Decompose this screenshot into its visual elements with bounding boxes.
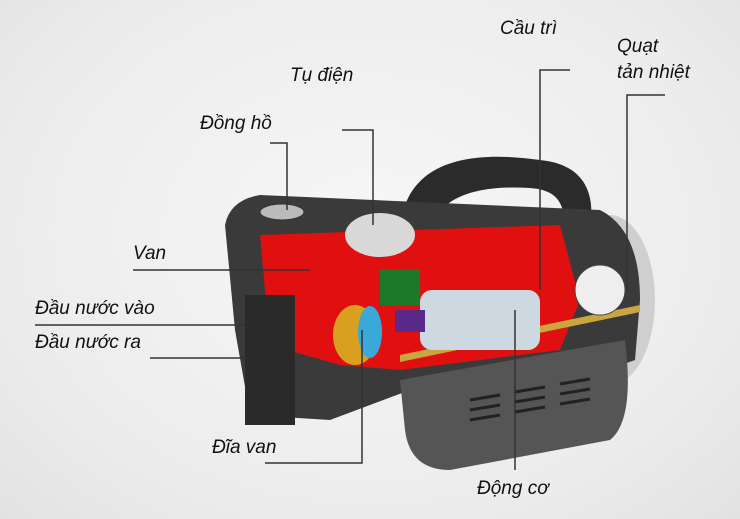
leader-line-disc [265,330,363,464]
motor-shaft [395,310,425,332]
label-valve: Van [133,243,167,264]
pump-head [245,295,295,425]
lower-cover [400,340,628,470]
leader-lines [35,69,665,470]
label-gauge: Đồng hồ [200,113,272,134]
vent-slots [469,377,591,422]
capacitor-part [345,213,415,257]
carry-handle [400,156,592,230]
leader-line-fuse [539,69,570,290]
green-part [380,270,420,305]
leader-line-gauge [270,142,288,210]
label-water-inlet: Đầu nước vào [35,298,155,319]
leader-line-capacitor [342,129,374,225]
leader-line-fan [626,94,665,290]
label-capacitor: Tụ điện [290,65,354,86]
label-water-outlet: Đầu nước ra [35,332,141,353]
fan-part [574,264,626,316]
label-cooling-fan-line2: tản nhiệt [617,62,690,83]
label-cooling-fan-line1: Quạt [617,36,659,57]
gauge-part [259,203,305,221]
motor-body [420,290,540,350]
label-valve-disc: Đĩa van [212,437,277,458]
label-motor: Động cơ [477,478,549,499]
disc-ring [358,306,382,358]
label-fuse: Cầu trì [500,18,558,39]
